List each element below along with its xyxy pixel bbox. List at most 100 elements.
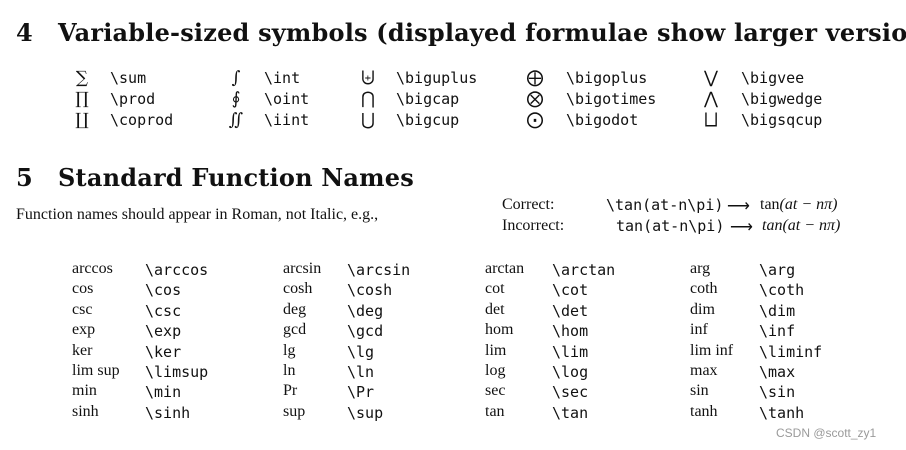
biguplus-icon: ⨄ [361, 68, 375, 88]
function-name: hom [485, 321, 514, 338]
function-name: sup [283, 403, 306, 420]
function-name: Pr [283, 382, 298, 399]
symbol-command: \biguplus [396, 69, 478, 87]
symbol-command: \int [264, 69, 301, 87]
function-name: lg [283, 342, 296, 359]
function-command: \liminf [759, 343, 823, 361]
symbol-command: \bigoplus [566, 69, 648, 87]
function-command: \arccos [145, 261, 209, 279]
function-command: \cos [145, 281, 182, 299]
section-5-number: 5 [16, 163, 33, 192]
function-command: \hom [552, 322, 589, 340]
correct-result-fn: tan [760, 196, 780, 213]
function-command: \tanh [759, 404, 805, 422]
function-command: \gcd [347, 322, 384, 340]
function-command: \min [145, 383, 182, 401]
function-name: sinh [72, 403, 99, 420]
bigoplus-icon: ⨁ [526, 68, 544, 88]
function-name: coth [690, 280, 718, 297]
function-command: \limsup [145, 363, 209, 381]
symbol-command: \bigsqcup [741, 111, 823, 129]
correct-code: \tan(at-n\pi) [606, 196, 724, 214]
coprod-icon: ∐ [75, 110, 89, 130]
correct-label: Correct: [502, 196, 555, 213]
function-name: arcsin [283, 260, 322, 277]
function-command: \deg [347, 302, 384, 320]
bigotimes-icon: ⨂ [526, 89, 544, 109]
function-name: arctan [485, 260, 525, 277]
incorrect-label: Incorrect: [502, 217, 565, 234]
function-command: \sinh [145, 404, 191, 422]
bigvee-icon: ⋁ [704, 68, 718, 88]
contour-integral-icon: ∮ [231, 89, 241, 109]
section-5-title: Standard Function Names [58, 163, 414, 192]
function-name: lim [485, 342, 507, 359]
function-command: \inf [759, 322, 796, 340]
function-name: ln [283, 362, 296, 379]
prod-icon: ∏ [75, 89, 89, 109]
symbol-command: \bigwedge [741, 90, 823, 108]
function-command: \max [759, 363, 796, 381]
function-name: tan [485, 403, 505, 420]
function-command: \ln [347, 363, 375, 381]
symbol-command: \oint [264, 90, 310, 108]
function-command: \sup [347, 404, 384, 422]
correct-result: tan(at − nπ) [760, 196, 837, 214]
function-command: \cot [552, 281, 589, 299]
function-name: tanh [690, 403, 718, 420]
function-name: lim inf [690, 342, 734, 359]
intro-text: Function names should appear in Roman, n… [16, 206, 379, 223]
double-integral-icon: ∬ [228, 110, 244, 130]
function-command: \lim [552, 343, 589, 361]
incorrect-result: tan(at − nπ) [762, 217, 841, 234]
integral-icon: ∫ [231, 68, 241, 88]
symbol-command: \bigodot [566, 111, 639, 129]
function-command: \dim [759, 302, 796, 320]
function-name: max [690, 362, 718, 379]
symbol-command: \bigvee [741, 69, 805, 87]
sum-icon: ∑ [75, 68, 89, 88]
symbol-command: \prod [110, 90, 156, 108]
section-4-number: 4 [16, 18, 33, 47]
symbol-command: \coprod [110, 111, 174, 129]
correct-result-args: (at − nπ) [779, 196, 838, 213]
function-name: det [485, 301, 505, 318]
function-command: \arcsin [347, 261, 411, 279]
function-name: ker [72, 342, 93, 359]
symbol-command: \sum [110, 69, 147, 87]
correct-arrow: ⟶ [727, 198, 750, 215]
function-name: dim [690, 301, 715, 318]
function-command: \sec [552, 383, 589, 401]
function-command: \exp [145, 322, 182, 340]
function-name: sec [485, 382, 506, 399]
bigcup-icon: ⋃ [361, 110, 375, 130]
bigwedge-icon: ⋀ [704, 89, 718, 109]
function-command: \coth [759, 281, 805, 299]
symbol-command: \bigcup [396, 111, 460, 129]
function-name: deg [283, 301, 307, 318]
function-name: arccos [72, 260, 113, 277]
function-name: cot [485, 280, 505, 297]
function-name: inf [690, 321, 708, 338]
function-command: \Pr [347, 383, 375, 401]
function-name: gcd [283, 321, 307, 338]
bigsqcup-icon: ⨆ [704, 110, 718, 130]
symbol-command: \iint [264, 111, 310, 129]
function-command: \arctan [552, 261, 616, 279]
function-command: \tan [552, 404, 589, 422]
bigodot-icon: ⨀ [526, 110, 544, 130]
function-name: csc [72, 301, 93, 318]
symbol-command: \bigcap [396, 90, 460, 108]
function-command: \csc [145, 302, 182, 320]
function-command: \arg [759, 261, 796, 279]
incorrect-code: tan(at-n\pi) [616, 217, 725, 235]
function-name: cosh [283, 280, 313, 297]
function-name: log [485, 362, 506, 379]
function-name: exp [72, 321, 96, 338]
function-name: lim sup [72, 362, 120, 379]
watermark: CSDN @scott_zy1 [776, 426, 877, 440]
function-command: \ker [145, 343, 182, 361]
symbol-command: \bigotimes [566, 90, 657, 108]
function-name: sin [690, 382, 709, 399]
function-name: cos [72, 280, 94, 297]
